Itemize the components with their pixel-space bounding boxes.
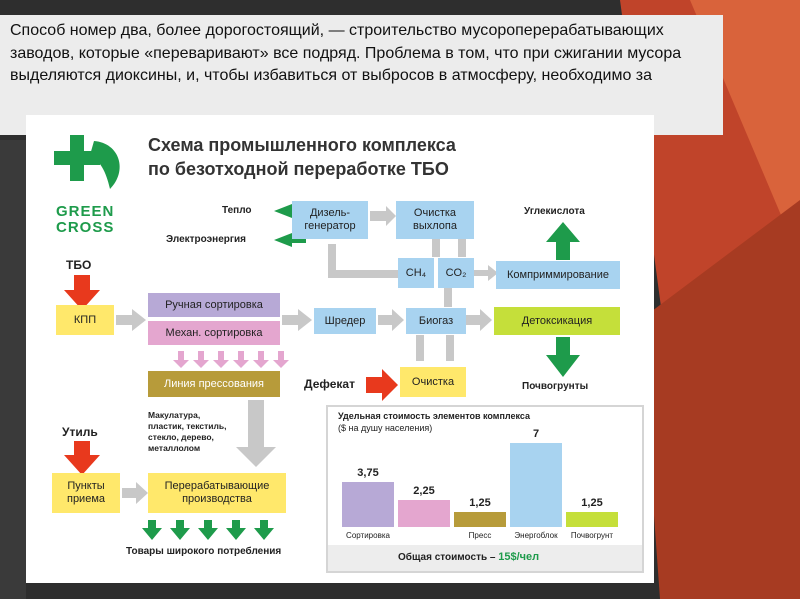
flow-arrows <box>64 204 580 540</box>
green-cross-leaf-icon <box>50 131 130 197</box>
chart-title: Удельная стоимость элементов комплекса <box>338 411 531 421</box>
box-komprim: Комприммирование <box>496 261 620 289</box>
box-ch4: CH₄ <box>398 258 434 288</box>
chart-bar-label-2: 2,25 <box>413 485 435 497</box>
arrow-electro <box>274 233 306 247</box>
scheme-panel: GREEN CROSS Схема промышленного комплекс… <box>26 115 654 583</box>
chart-total-value: 15$/чел <box>498 551 540 563</box>
scheme-title-line1: Схема промышленного комплекса <box>148 135 456 155</box>
chart-bar-label-3: 1,25 <box>469 497 491 509</box>
box-biogaz: Биогаз <box>406 308 466 334</box>
box-punkty: Пункты приема <box>52 473 120 513</box>
chart-category-label: Сортировка <box>346 531 390 540</box>
chart-bar-label-1: 3,75 <box>357 467 379 479</box>
box-mehan: Механ. сортировка <box>148 321 280 345</box>
box-shreder: Шредер <box>314 308 376 334</box>
label-tbo: ТБО <box>66 258 92 272</box>
box-co2: CO₂ <box>438 258 474 288</box>
label-util: Утиль <box>62 425 98 439</box>
chart-bar-1 <box>342 482 394 527</box>
label-uglekislota: Углекислота <box>524 206 585 217</box>
box-ruchnaya: Ручная сортировка <box>148 293 280 317</box>
box-liniya: Линия прессования <box>148 371 280 397</box>
cost-chart: Удельная стоимость элементов комплекса (… <box>326 405 644 573</box>
chart-bar-3 <box>454 512 506 527</box>
chart-total-text: Общая стоимость – <box>398 552 496 563</box>
chart-subtitle: ($ на душу населения) <box>338 423 433 433</box>
chart-category-label: Почвогрунт <box>570 531 614 540</box>
box-kpp: КПП <box>56 305 114 335</box>
scheme-title: Схема промышленного комплекса по безотхо… <box>148 133 456 181</box>
label-defekat: Дефекат <box>304 377 355 391</box>
label-teplo: Тепло <box>222 205 252 216</box>
logo-text-green: GREEN <box>56 203 115 220</box>
chart-total-bar <box>328 545 642 571</box>
arrow-teplo <box>274 204 306 218</box>
box-ochistka: Очистка <box>400 367 466 397</box>
box-ochistka-vyhlopa: Очистка выхлопа <box>396 201 474 239</box>
box-pererab: Перерабатывающие производства <box>148 473 286 513</box>
box-detoks: Детоксикация <box>494 307 620 335</box>
label-materials: Макулатура, пластик, текстиль, стекло, д… <box>148 410 227 453</box>
chart-total-label: Общая стоимость – 15$/чел <box>398 551 539 563</box>
label-electro: Электроэнергия <box>166 234 247 245</box>
chart-bar-2 <box>398 500 450 527</box>
chart-category-label: Энергоблок <box>514 531 558 540</box>
chart-bar-label-4: 7 <box>532 428 540 440</box>
label-goods: Товары широкого потребления <box>126 546 282 557</box>
logo-text-cross: CROSS <box>56 219 115 236</box>
chart-bar-4 <box>510 443 562 527</box>
box-diesel: Дизель- генератор <box>292 201 368 239</box>
chart-category-label: Пресс <box>468 531 492 540</box>
scheme-title-line2: по безотходной переработке ТБО <box>148 159 449 179</box>
label-pochvogrunty: Почвогрунты <box>522 381 589 392</box>
chart-bar-label-5: 1,25 <box>581 497 603 509</box>
chart-bar-5 <box>566 512 618 527</box>
